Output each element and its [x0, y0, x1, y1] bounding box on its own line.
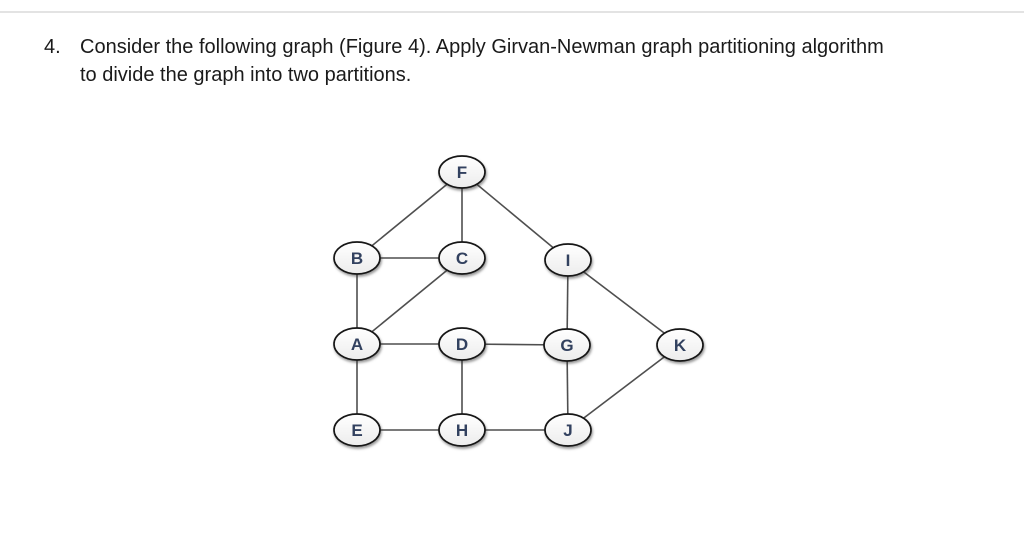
graph-edge-I-K — [567, 259, 681, 346]
graph-node-circle-E — [333, 413, 381, 447]
graph-node-circle-G — [543, 328, 591, 362]
graph-node-circle-D — [438, 327, 486, 361]
graph-node-H: H — [438, 413, 486, 447]
graph-node-A: A — [333, 327, 381, 361]
graph-node-B: B — [333, 241, 381, 275]
graph-edge-J-K — [567, 344, 681, 431]
page-top-divider — [0, 11, 1024, 13]
graph-node-label-H: H — [456, 421, 468, 440]
graph-node-circle-B — [333, 241, 381, 275]
graph-node-label-F: F — [457, 163, 467, 182]
question-text: Consider the following graph (Figure 4).… — [80, 33, 884, 89]
graph-node-circle-A — [333, 327, 381, 361]
graph-edge-F-B — [356, 171, 463, 259]
graph-node-G: G — [543, 328, 591, 362]
graph-node-label-G: G — [560, 336, 573, 355]
graph-edge-C-A — [356, 257, 463, 345]
graph-node-circle-I — [544, 243, 592, 277]
graph-node-label-C: C — [456, 249, 468, 268]
graph-node-label-A: A — [351, 335, 363, 354]
graph-edges-layer — [356, 171, 681, 431]
graph-node-label-E: E — [351, 421, 362, 440]
graph-node-J: J — [544, 413, 592, 447]
graph-node-I: I — [544, 243, 592, 277]
graph-nodes-layer: F B C I A D G K E H J — [333, 155, 704, 447]
graph-node-circle-K — [656, 328, 704, 362]
graph-node-circle-J — [544, 413, 592, 447]
graph-node-label-J: J — [563, 421, 572, 440]
question-text-line2: to divide the graph into two partitions. — [80, 64, 412, 86]
graph-node-circle-H — [438, 413, 486, 447]
graph-node-circle-F — [438, 155, 486, 189]
graph-edge-F-I — [461, 171, 569, 261]
question-block: 4. Consider the following graph (Figure … — [44, 33, 884, 89]
graph-node-label-D: D — [456, 335, 468, 354]
graph-node-F: F — [438, 155, 486, 189]
graph-node-C: C — [438, 241, 486, 275]
graph-node-label-K: K — [674, 336, 687, 355]
question-number: 4. — [44, 36, 61, 58]
graph-node-label-B: B — [351, 249, 363, 268]
graph-node-label-I: I — [566, 251, 571, 270]
graph-node-K: K — [656, 328, 704, 362]
graph-node-D: D — [438, 327, 486, 361]
graph-node-circle-C — [438, 241, 486, 275]
graph-node-E: E — [333, 413, 381, 447]
question-text-line1: Consider the following graph (Figure 4).… — [80, 36, 884, 58]
